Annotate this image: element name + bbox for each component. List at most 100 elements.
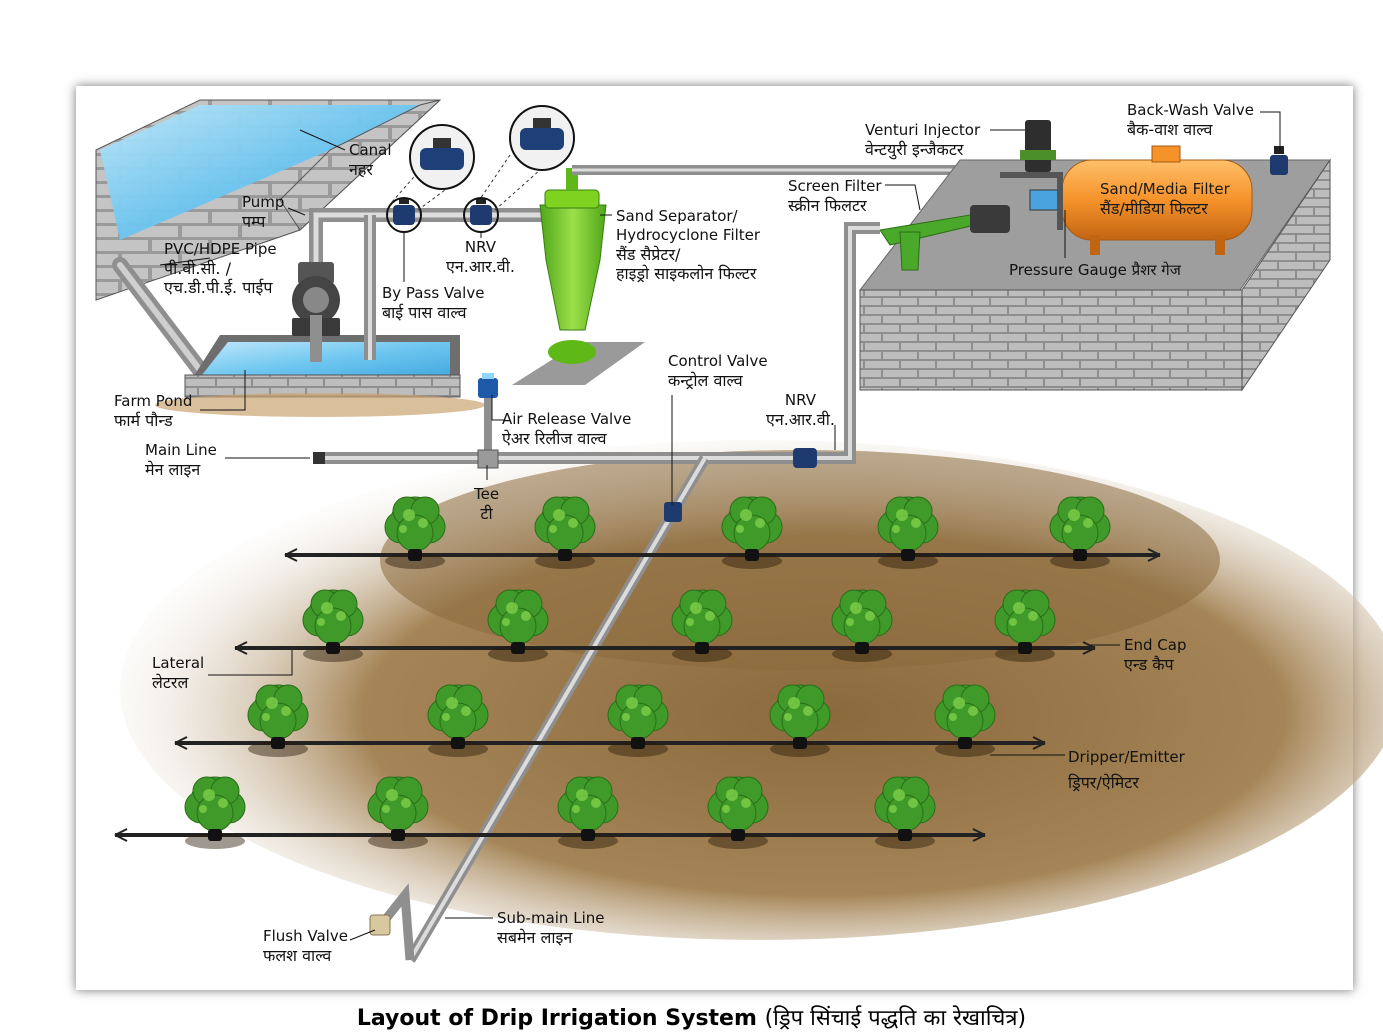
label-media-filter: Sand/Media Filter सैंड/मीडिया फिल्टर bbox=[1100, 180, 1230, 218]
plant bbox=[994, 589, 1056, 645]
label-sand-separator: Sand Separator/ Hydrocyclone Filter सैंड… bbox=[616, 207, 760, 283]
dripper bbox=[631, 737, 645, 749]
plant bbox=[557, 776, 619, 832]
control-valve bbox=[664, 502, 682, 522]
dripper bbox=[695, 642, 709, 654]
end-cap bbox=[1082, 641, 1096, 655]
label-media-hi: सैंड/मीडिया फिल्टर bbox=[1100, 199, 1208, 218]
label-farm-pond-en: Farm Pond bbox=[114, 392, 193, 410]
label-tee: Tee टी bbox=[474, 485, 499, 523]
label-flush-en: Flush Valve bbox=[263, 927, 348, 945]
plant bbox=[367, 776, 429, 832]
caption-hi: (ड्रिप सिंचाई पद्धति का रेखाचित्र) bbox=[764, 1006, 1027, 1031]
plant bbox=[247, 684, 309, 740]
caption-en: Layout of Drip Irrigation System bbox=[356, 1006, 757, 1031]
end-cap bbox=[1147, 548, 1161, 562]
label-control-hi: कन्ट्रोल वाल्व bbox=[668, 371, 743, 390]
plant bbox=[671, 589, 733, 645]
dripper bbox=[731, 829, 745, 841]
dripper bbox=[898, 829, 912, 841]
plant bbox=[707, 776, 769, 832]
label-control-valve: Control Valve कन्ट्रोल वाल्व bbox=[668, 352, 768, 390]
flush-valve bbox=[369, 914, 391, 936]
plant bbox=[184, 776, 246, 832]
label-air-hi: ऐअर रिलीज वाल्व bbox=[502, 429, 607, 448]
label-pipe: PVC/HDPE Pipe पी.वी.सी. / एच.डी.पी.ई. पा… bbox=[164, 240, 277, 297]
label-gauge-en: Pressure Gauge bbox=[1009, 261, 1127, 279]
dripper bbox=[745, 549, 759, 561]
dripper bbox=[326, 642, 340, 654]
hydrocyclone-filter bbox=[512, 168, 645, 385]
label-pump-en: Pump bbox=[242, 193, 285, 211]
label-sand-sep-hi2: हाइड्रो साइकलोन फिल्टर bbox=[616, 264, 757, 283]
label-dripper-hi: ड्रिपर/ऐमिटर bbox=[1068, 773, 1139, 792]
nrv-valve-2 bbox=[793, 448, 817, 468]
pump bbox=[292, 262, 340, 336]
label-sand-sep-en: Sand Separator/ bbox=[616, 207, 738, 225]
plant bbox=[302, 589, 364, 645]
label-main-line-hi: मेन लाइन bbox=[145, 460, 201, 479]
label-pipe-hi: पी.वी.सी. / bbox=[164, 259, 231, 278]
dripper bbox=[901, 549, 915, 561]
dripper bbox=[408, 549, 422, 561]
end-cap bbox=[174, 736, 188, 750]
label-lateral-en: Lateral bbox=[152, 654, 205, 672]
label-farm-pond: Farm Pond फार्म पौन्ड bbox=[114, 392, 192, 430]
label-canal-hi: नहर bbox=[349, 160, 373, 179]
dripper bbox=[793, 737, 807, 749]
dripper bbox=[958, 737, 972, 749]
plant bbox=[487, 589, 549, 645]
label-air-en: Air Release Valve bbox=[502, 410, 632, 428]
label-submain: Sub-main Line सबमेन लाइन bbox=[497, 909, 604, 947]
end-cap bbox=[114, 828, 128, 842]
label-air-release: Air Release Valve ऐअर रिलीज वाल्व bbox=[502, 410, 631, 448]
plant bbox=[769, 684, 831, 740]
plant bbox=[934, 684, 996, 740]
plant bbox=[1049, 496, 1111, 552]
label-pipe-en: PVC/HDPE Pipe bbox=[164, 240, 277, 258]
dripper bbox=[855, 642, 869, 654]
label-pressure-gauge: Pressure Gauge प्रैशर गेज bbox=[1009, 261, 1181, 280]
tee-fitting bbox=[477, 449, 499, 469]
dripper bbox=[558, 549, 572, 561]
label-control-en: Control Valve bbox=[668, 352, 768, 370]
label-end-cap-en: End Cap bbox=[1124, 636, 1187, 654]
dripper bbox=[451, 737, 465, 749]
label-venturi-hi: वेन्टयुरी इन्जैकटर bbox=[865, 140, 964, 159]
label-tee-hi: टी bbox=[480, 504, 493, 523]
label-farm-pond-hi: फार्म पौन्ड bbox=[114, 411, 173, 430]
dripper bbox=[208, 829, 222, 841]
venturi-injector bbox=[1000, 120, 1063, 230]
label-screen-filter: Screen Filter स्क्रीन फिलटर bbox=[788, 177, 882, 215]
dripper bbox=[1018, 642, 1032, 654]
label-submain-hi: सबमेन लाइन bbox=[497, 928, 573, 947]
label-screen-en: Screen Filter bbox=[788, 177, 882, 195]
label-dripper: Dripper/Emitter ड्रिपर/ऐमिटर bbox=[1068, 748, 1185, 792]
label-nrv1-en: NRV bbox=[464, 238, 497, 256]
label-gauge-hi: प्रैशर गेज bbox=[1131, 261, 1181, 279]
label-end-cap-hi: एन्ड कैप bbox=[1124, 655, 1174, 674]
label-nrv2-hi: एन.आर.वी. bbox=[766, 410, 835, 429]
plant bbox=[831, 589, 893, 645]
label-bypass-hi: बाई पास वाल्व bbox=[382, 303, 467, 322]
label-nrv1-hi: एन.आर.वी. bbox=[446, 257, 515, 276]
label-sand-sep-en2: Hydrocyclone Filter bbox=[616, 226, 761, 244]
plant bbox=[721, 496, 783, 552]
label-lateral-hi: लेटरल bbox=[152, 673, 189, 692]
plant bbox=[384, 496, 446, 552]
dripper bbox=[271, 737, 285, 749]
plant bbox=[874, 776, 936, 832]
screen-filter bbox=[879, 205, 1010, 271]
label-backwash-hi: बैक-वाश वाल्व bbox=[1127, 120, 1213, 139]
label-dripper-en: Dripper/Emitter bbox=[1068, 748, 1185, 766]
label-main-line: Main Line मेन लाइन bbox=[145, 441, 217, 479]
dripper bbox=[581, 829, 595, 841]
label-venturi-en: Venturi Injector bbox=[865, 121, 981, 139]
label-main-line-en: Main Line bbox=[145, 441, 217, 459]
label-pipe-hi2: एच.डी.पी.ई. पाईप bbox=[164, 278, 273, 297]
plant bbox=[607, 684, 669, 740]
back-wash-valve bbox=[1270, 146, 1288, 175]
label-flush-valve: Flush Valve फलश वाल्व bbox=[263, 927, 348, 965]
